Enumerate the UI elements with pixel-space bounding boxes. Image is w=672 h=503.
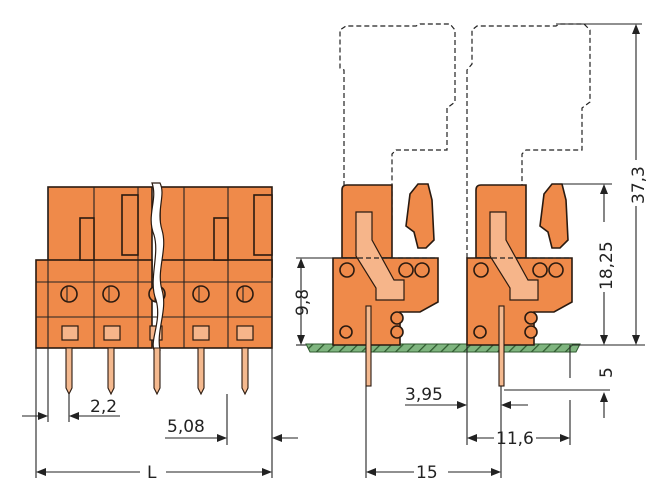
housing-lower-right <box>157 259 273 349</box>
dim-pitch: 5,08 <box>167 417 205 437</box>
dim-spacing: 15 <box>416 463 438 483</box>
dim-pin-length: 5 <box>597 367 617 378</box>
dim-pin-offset: 2,2 <box>90 397 117 417</box>
dim-length: L <box>147 463 157 483</box>
front-view: 2,2 5,08 L <box>22 182 298 483</box>
dim-pin-to-edge: 3,95 <box>405 385 443 405</box>
pins <box>65 347 249 396</box>
connector-side-1 <box>332 183 439 387</box>
dim-body-height: 9,8 <box>293 289 313 316</box>
dim-latch-height: 18,25 <box>597 241 617 290</box>
plug-outline-1 <box>339 23 456 258</box>
connector-side-2 <box>466 183 573 387</box>
dim-depth: 11,6 <box>496 429 534 449</box>
side-view: 9,8 18,25 37,3 5 3,95 11,6 <box>293 23 649 483</box>
plug-outline-2 <box>466 23 591 258</box>
dim-total-height: 37,3 <box>629 166 649 204</box>
